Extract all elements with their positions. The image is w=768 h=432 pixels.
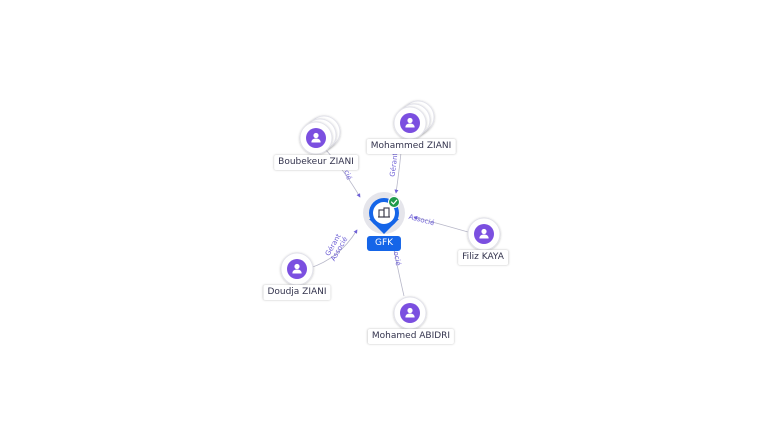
- edge-label: Gérant: [389, 152, 400, 177]
- person-node-mohammed[interactable]: [393, 100, 435, 140]
- check-icon: [388, 196, 400, 208]
- person-icon: [405, 307, 415, 318]
- person-node-doudja[interactable]: [280, 252, 314, 286]
- person-icon: [311, 132, 321, 143]
- edge-filiz: Associé: [408, 213, 469, 233]
- edge-line: [325, 149, 361, 198]
- edge-label: Associé: [408, 213, 436, 228]
- person-name-label[interactable]: Filiz KAYA: [458, 250, 508, 265]
- person-name-label[interactable]: Boubekeur ZIANI: [274, 155, 358, 170]
- company-node[interactable]: [363, 192, 405, 234]
- person-node-abidri[interactable]: [393, 296, 427, 330]
- edge-line: [309, 229, 358, 269]
- person-icon: [405, 117, 415, 128]
- company-name-label[interactable]: GFK: [366, 236, 402, 251]
- person-node-boubekeur[interactable]: [299, 115, 341, 155]
- person-icon: [479, 228, 489, 239]
- person-node-filiz[interactable]: [467, 217, 501, 251]
- person-icon: [292, 263, 302, 274]
- person-name-label[interactable]: Mohamed ABIDRI: [367, 329, 455, 344]
- building-icon: [378, 207, 390, 218]
- edge-line: [413, 215, 469, 233]
- person-name-label[interactable]: Mohammed ZIANI: [366, 139, 456, 154]
- person-name-label[interactable]: Doudja ZIANI: [263, 285, 331, 300]
